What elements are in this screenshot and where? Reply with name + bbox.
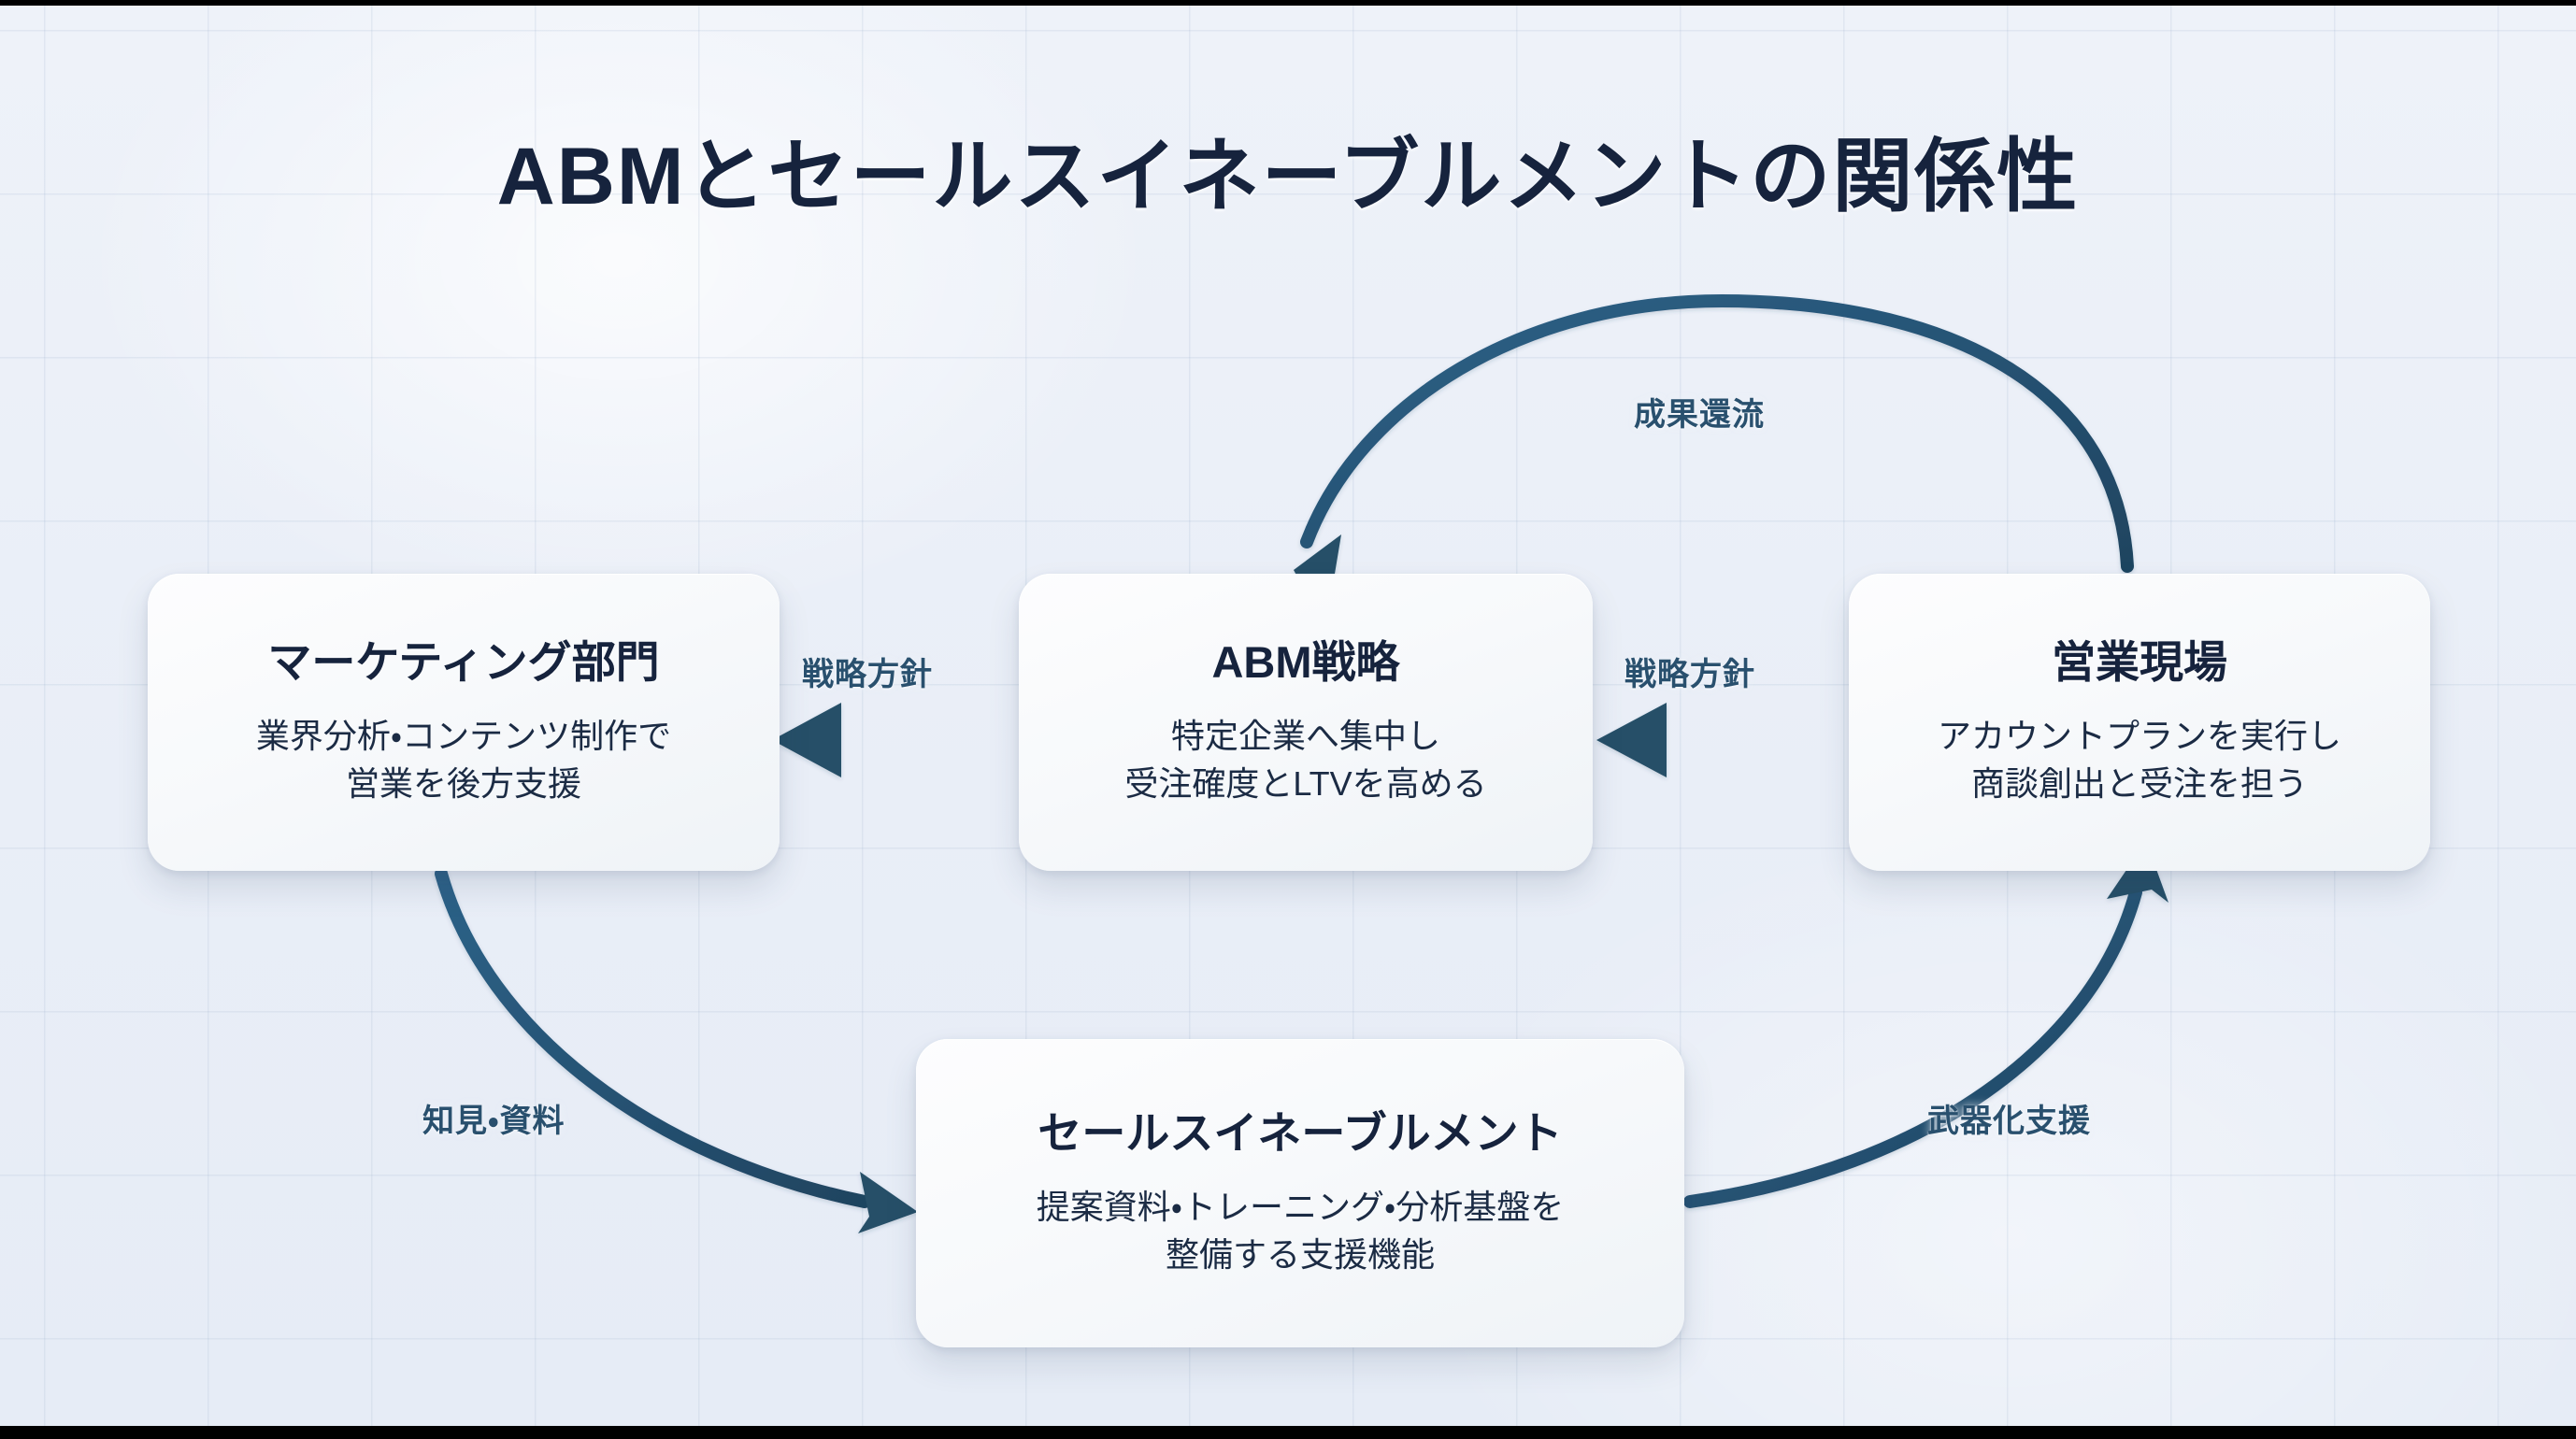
arrow-feedback bbox=[1294, 293, 2134, 595]
arrow-policy-left bbox=[772, 703, 1015, 777]
letterbox-bottom bbox=[0, 1426, 2576, 1439]
arrow-weapon bbox=[1683, 841, 2168, 1208]
node-marketing-title: マーケティング部門 bbox=[267, 636, 660, 687]
arrow-knowledge bbox=[435, 867, 918, 1233]
node-abm-strategy-title: ABM戦略 bbox=[1211, 636, 1400, 687]
arrow-policy-right bbox=[1596, 703, 1845, 777]
node-sales-field[interactable]: 営業現場 アカウントプランを実行し 商談創出と受注を担う bbox=[1849, 574, 2430, 871]
node-marketing-description: 業界分析・コンテンツ制作で 営業を後方支援 bbox=[255, 717, 672, 804]
page-title: ABMとセールスイネーブルメントの関係性 bbox=[496, 132, 2080, 221]
edge-label-feedback: 成果還流 bbox=[1634, 397, 1765, 433]
letterbox-top bbox=[0, 0, 2576, 6]
edge-label-weaponization: 武器化支援 bbox=[1927, 1104, 2091, 1139]
node-marketing[interactable]: マーケティング部門 業界分析・コンテンツ制作で 営業を後方支援 bbox=[148, 574, 780, 871]
node-sales-enablement-description: 提案資料・トレーニング・分析基盤を 整備する支援機能 bbox=[1036, 1188, 1565, 1275]
node-sales-enablement-title: セールスイネーブルメント bbox=[1038, 1107, 1563, 1158]
edge-label-policy-right: 戦略方針 bbox=[1624, 657, 1755, 692]
node-sales-field-title: 営業現場 bbox=[2052, 636, 2227, 687]
edge-label-policy-left: 戦略方針 bbox=[802, 657, 933, 692]
node-sales-field-description: アカウントプランを実行し 商談創出と受注を担う bbox=[1937, 717, 2341, 804]
node-sales-enablement[interactable]: セールスイネーブルメント 提案資料・トレーニング・分析基盤を 整備する支援機能 bbox=[916, 1039, 1684, 1347]
node-abm-strategy[interactable]: ABM戦略 特定企業へ集中し 受注確度とLTVを高める bbox=[1019, 574, 1593, 871]
node-abm-strategy-description: 特定企業へ集中し 受注確度とLTVを高める bbox=[1124, 717, 1487, 804]
edge-label-knowledge: 知見・資料 bbox=[422, 1104, 565, 1139]
